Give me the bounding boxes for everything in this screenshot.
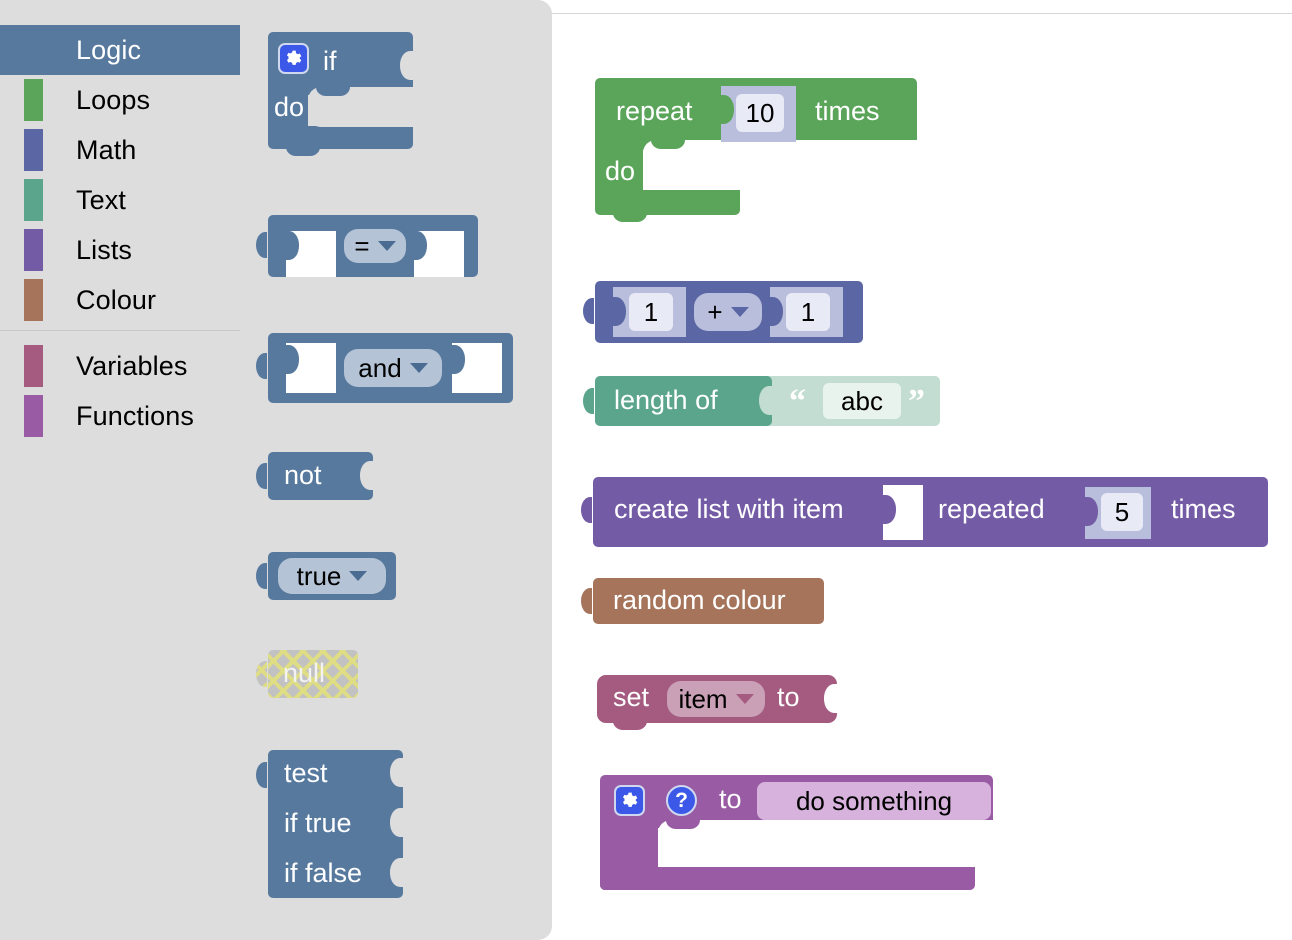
category-color-swatch (24, 129, 43, 171)
chevron-down-icon (349, 571, 368, 581)
do-label: do (274, 92, 305, 122)
toolbox[interactable]: Logic Loops Math Text Lists Colour Varia… (0, 0, 240, 940)
list-times-field[interactable]: 5 (1101, 493, 1143, 531)
if-label: if (323, 46, 337, 76)
math-left-field[interactable]: 1 (629, 293, 673, 331)
workspace-block-lists-repeat[interactable]: create list with item repeated 5 times (581, 477, 1268, 547)
toolbox-category-math[interactable]: Math (0, 125, 240, 175)
chevron-down-icon (377, 241, 396, 251)
length-of-label: length of (614, 385, 718, 415)
logic-operator-dropdown[interactable]: and (344, 349, 442, 387)
dropdown-value: and (358, 352, 402, 383)
dropdown-value: item (678, 683, 728, 714)
category-label: Math (76, 134, 137, 165)
gear-icon[interactable] (278, 43, 309, 74)
open-quote-icon: “ (789, 383, 806, 420)
category-label: Lists (76, 234, 133, 265)
if-true-label: if true (284, 808, 352, 838)
toolbox-category-colour[interactable]: Colour (0, 275, 240, 325)
flyout-block-logic-ternary[interactable]: test if true if false (256, 750, 403, 898)
null-label: null (283, 658, 326, 688)
category-label: Loops (76, 84, 151, 115)
math-right-field[interactable]: 1 (786, 293, 830, 331)
toolbox-category-lists[interactable]: Lists (0, 225, 240, 275)
workspace-block-variables-set[interactable]: set item to (597, 675, 837, 732)
repeat-label: repeat (616, 96, 693, 126)
category-label: Text (76, 184, 126, 215)
category-color-swatch (24, 179, 43, 221)
chevron-down-icon (730, 307, 749, 317)
category-color-swatch (24, 79, 43, 121)
variable-name-dropdown[interactable]: item (667, 681, 765, 717)
flyout-block-logic-negate[interactable]: not (256, 452, 373, 500)
flyout-block-logic-boolean[interactable]: true (256, 552, 396, 600)
category-color-swatch (24, 229, 43, 271)
times-label: times (815, 96, 880, 126)
flyout-block-logic-null[interactable]: null (256, 650, 358, 698)
toolbox-category-logic[interactable]: Logic (0, 25, 240, 75)
workspace-block-math-arithmetic[interactable]: 1 + 1 (583, 281, 863, 343)
category-label: Variables (76, 350, 188, 381)
workspace-block-text-length[interactable]: length of “ abc ” (583, 376, 940, 426)
dropdown-value: true (296, 560, 342, 591)
boolean-value-dropdown[interactable]: true (278, 558, 386, 594)
dropdown-value: + (707, 296, 723, 327)
not-label: not (284, 460, 322, 490)
workspace-top-divider (552, 13, 1292, 14)
toolbox-category-loops[interactable]: Loops (0, 75, 240, 125)
dropdown-value: = (354, 230, 370, 261)
test-label: test (284, 758, 328, 788)
category-label: Functions (76, 400, 194, 431)
flyout-block-logic-compare[interactable]: = (256, 215, 478, 277)
category-color-swatch (24, 345, 43, 387)
compare-operator-dropdown[interactable]: = (344, 229, 406, 263)
repeat-times-field[interactable]: 10 (736, 94, 784, 132)
times-label: times (1171, 494, 1236, 524)
category-color-swatch (24, 395, 43, 437)
toolbox-category-text[interactable]: Text (0, 175, 240, 225)
toolbox-separator (0, 330, 240, 331)
math-operator-dropdown[interactable]: + (694, 293, 762, 331)
category-label: Logic (76, 34, 142, 65)
random-colour-label: random colour (613, 585, 786, 615)
flyout-block-controls-if[interactable]: if do (268, 32, 413, 157)
text-string-field[interactable]: abc (823, 383, 901, 419)
flyout-panel[interactable]: if do = (240, 0, 552, 940)
repeated-label: repeated (938, 494, 1045, 524)
question-mark-icon[interactable]: ? (666, 785, 697, 816)
close-quote-icon: ” (908, 383, 925, 420)
workspace-block-controls-repeat[interactable]: repeat 10 times do (595, 78, 917, 226)
create-list-label: create list with item (614, 494, 844, 524)
category-label: Colour (76, 284, 157, 315)
workspace-block-procedure-definition[interactable]: ? to do something (600, 775, 993, 890)
if-false-label: if false (284, 858, 363, 888)
gear-icon[interactable] (614, 785, 645, 816)
to-label: to (719, 784, 742, 814)
toolbox-category-variables[interactable]: Variables (0, 341, 240, 391)
do-label: do (605, 156, 636, 186)
workspace-block-colour-random[interactable]: random colour (581, 578, 824, 624)
set-label: set (613, 682, 650, 712)
category-color-swatch (24, 279, 43, 321)
chevron-down-icon (409, 363, 428, 373)
procedure-name-field[interactable]: do something (757, 782, 991, 820)
flyout-block-logic-operation[interactable]: and (256, 333, 513, 403)
chevron-down-icon (735, 694, 754, 704)
toolbox-category-functions[interactable]: Functions (0, 391, 240, 441)
to-label: to (777, 682, 800, 712)
